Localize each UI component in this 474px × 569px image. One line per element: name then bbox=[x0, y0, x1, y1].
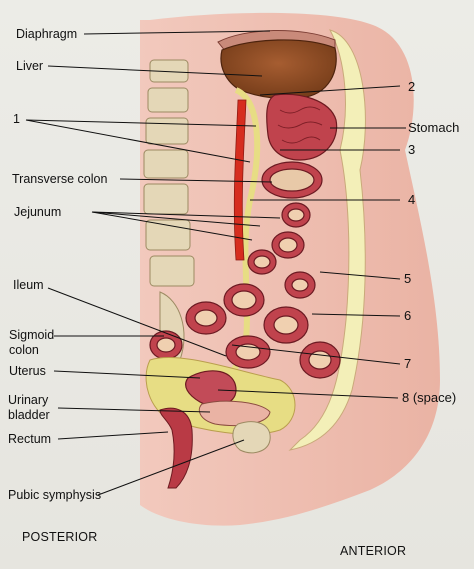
label-sigmoid-colon-line1: Sigmoid bbox=[9, 328, 55, 342]
caption-anterior: ANTERIOR bbox=[340, 544, 407, 558]
label-uterus: Uterus bbox=[9, 364, 46, 378]
label-4: 4 bbox=[408, 192, 416, 207]
stomach-rugae bbox=[277, 106, 323, 144]
label-sigmoid-colon-line2: colon bbox=[9, 343, 39, 357]
aorta bbox=[233, 99, 247, 261]
label-1: 1 bbox=[13, 112, 20, 126]
intestines bbox=[149, 161, 341, 379]
rectum bbox=[159, 407, 193, 489]
label-6: 6 bbox=[404, 308, 412, 323]
caption-posterior: POSTERIOR bbox=[22, 530, 98, 544]
label-liver: Liver bbox=[16, 59, 44, 73]
label-3: 3 bbox=[408, 142, 416, 157]
label-jejunum: Jejunum bbox=[14, 205, 62, 219]
liver bbox=[220, 39, 337, 100]
label-2: 2 bbox=[408, 79, 416, 94]
label-stomach: Stomach bbox=[408, 120, 460, 135]
label-rectum: Rectum bbox=[8, 432, 52, 446]
label-transverse-colon: Transverse colon bbox=[12, 172, 108, 186]
label-ileum: Ileum bbox=[13, 278, 44, 292]
label-urinary-bladder-line2: bladder bbox=[8, 408, 50, 422]
label-urinary-bladder-line1: Urinary bbox=[8, 393, 49, 407]
leader-lines bbox=[25, 30, 406, 496]
label-pubic-symphysis: Pubic symphysis bbox=[8, 488, 102, 502]
label-7: 7 bbox=[404, 356, 412, 371]
label-5: 5 bbox=[404, 271, 412, 286]
label-diaphragm: Diaphragm bbox=[16, 27, 78, 41]
label-8-space: 8 (space) bbox=[402, 390, 457, 405]
pubic-symphysis bbox=[232, 421, 271, 454]
stomach bbox=[266, 93, 338, 161]
